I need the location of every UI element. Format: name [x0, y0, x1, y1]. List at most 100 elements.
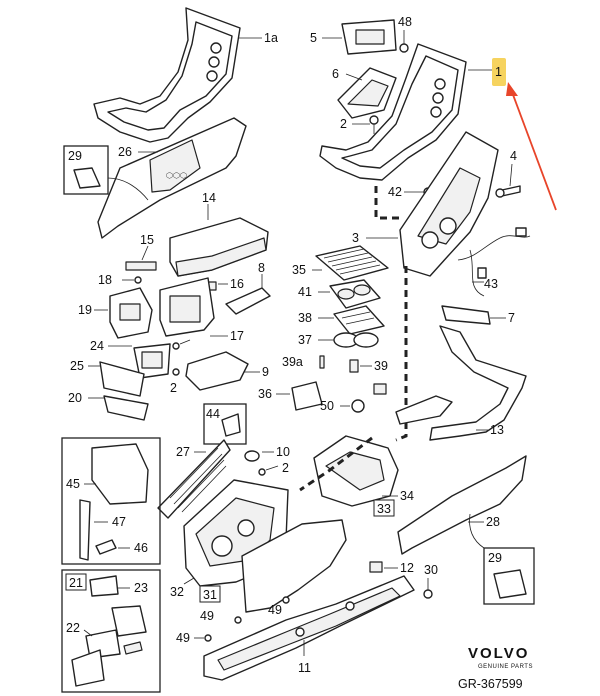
label-2-b: 2	[170, 381, 177, 395]
label-23: 23	[134, 581, 148, 595]
label-21-boxed: 21	[69, 576, 83, 590]
label-38: 38	[298, 311, 312, 325]
part-34-storage-tray	[313, 435, 399, 507]
part-3-console-carrier	[399, 131, 499, 277]
label-30: 30	[424, 563, 438, 577]
label-31-boxed: 31	[203, 588, 217, 602]
label-47: 47	[112, 515, 126, 529]
label-48: 48	[398, 15, 412, 29]
part-6-bin	[337, 67, 397, 119]
part-38-mat	[333, 305, 385, 335]
detail-box-45-47-46	[61, 437, 161, 565]
part-28-side-trim	[397, 455, 527, 555]
part-24-module	[133, 343, 171, 379]
svg-text:VOLVO: VOLVO	[468, 645, 529, 662]
label-15: 15	[140, 233, 154, 247]
detail-box-21-23-22	[61, 569, 161, 693]
red-arrow-indicator	[506, 82, 557, 211]
part-25-cover	[99, 361, 145, 397]
label-26: 26	[118, 145, 132, 159]
label-41: 41	[298, 285, 312, 299]
label-2-a: 2	[340, 117, 347, 131]
hinge-assembly	[159, 277, 215, 337]
label-29-top: 29	[68, 149, 82, 163]
label-19: 19	[78, 303, 92, 317]
label-14: 14	[202, 191, 216, 205]
part-8-bracket	[225, 287, 271, 315]
part-35-tambour-lid	[315, 245, 389, 281]
label-3: 3	[352, 231, 359, 245]
part-5-panel	[341, 19, 397, 55]
volvo-logo: VOLVO GENUINE PARTS	[468, 645, 533, 670]
svg-text:⬡⬡⬡: ⬡⬡⬡	[166, 171, 187, 180]
label-39: 39	[374, 359, 388, 373]
label-49-b: 49	[268, 603, 282, 617]
part-small-light	[373, 383, 387, 395]
part-4-bolt	[495, 185, 521, 198]
part-14-armrest-lid	[169, 217, 269, 277]
label-49-a: 49	[200, 609, 214, 623]
label-20: 20	[68, 391, 82, 405]
label-27: 27	[176, 445, 190, 459]
label-32: 32	[170, 585, 184, 599]
label-29-bottom: 29	[488, 551, 502, 565]
part-48-screw	[399, 43, 409, 53]
label-9: 9	[262, 365, 269, 379]
label-18: 18	[98, 273, 112, 287]
label-49-c: 49	[176, 631, 190, 645]
part-19-bracket	[109, 287, 153, 339]
part-49-screw-b	[282, 596, 290, 604]
label-11: 11	[298, 661, 311, 675]
label-46: 46	[134, 541, 148, 555]
svg-text:GENUINE PARTS: GENUINE PARTS	[478, 664, 533, 670]
part-37-cup-ring	[333, 332, 379, 348]
label-1-highlighted: 1	[495, 65, 502, 79]
part-27-grille	[157, 439, 231, 519]
label-10: 10	[276, 445, 290, 459]
part-13-side-panel	[395, 325, 527, 441]
figure-code: GR-367599	[458, 677, 523, 691]
part-39a-pin	[319, 355, 325, 369]
part-39-clip	[349, 359, 359, 373]
label-7: 7	[508, 311, 515, 325]
label-35: 35	[292, 263, 306, 277]
part-1a-console-frame	[93, 7, 241, 143]
label-13: 13	[490, 423, 504, 437]
part-26-side-panel: ⬡⬡⬡	[97, 117, 247, 239]
part-30-bolt	[423, 589, 433, 599]
part-2-screw-b	[172, 368, 180, 376]
part-9-mat	[185, 351, 249, 391]
label-8: 8	[258, 261, 265, 275]
label-45: 45	[66, 477, 80, 491]
label-16: 16	[230, 277, 244, 291]
label-12: 12	[400, 561, 414, 575]
label-2-c: 2	[282, 461, 289, 475]
detail-box-29-bottom	[469, 513, 535, 605]
part-36-storage	[291, 381, 323, 411]
part-2-screw-a	[369, 115, 379, 134]
label-28: 28	[486, 515, 500, 529]
part-10-button	[244, 450, 260, 462]
label-36: 36	[258, 387, 272, 401]
label-22: 22	[66, 621, 80, 635]
label-25: 25	[70, 359, 84, 373]
part-17-screw	[172, 339, 191, 350]
part-2-screw-c	[258, 465, 279, 476]
label-5: 5	[310, 31, 317, 45]
part-11-floor-carrier	[203, 575, 415, 681]
part-18-clip	[134, 276, 142, 284]
detail-box-29-top	[63, 145, 149, 201]
label-24: 24	[90, 339, 104, 353]
part-49-screw-c	[204, 634, 212, 642]
part-20-trim	[103, 395, 149, 421]
part-15-hinge	[125, 261, 157, 271]
label-4: 4	[510, 149, 517, 163]
label-17: 17	[230, 329, 244, 343]
part-1-console-frame	[319, 43, 467, 181]
part-50-plug	[351, 399, 365, 413]
part-49-screw-a	[234, 616, 242, 624]
part-31-side-panel	[241, 519, 347, 613]
label-34: 34	[400, 489, 414, 503]
label-6: 6	[332, 67, 339, 81]
